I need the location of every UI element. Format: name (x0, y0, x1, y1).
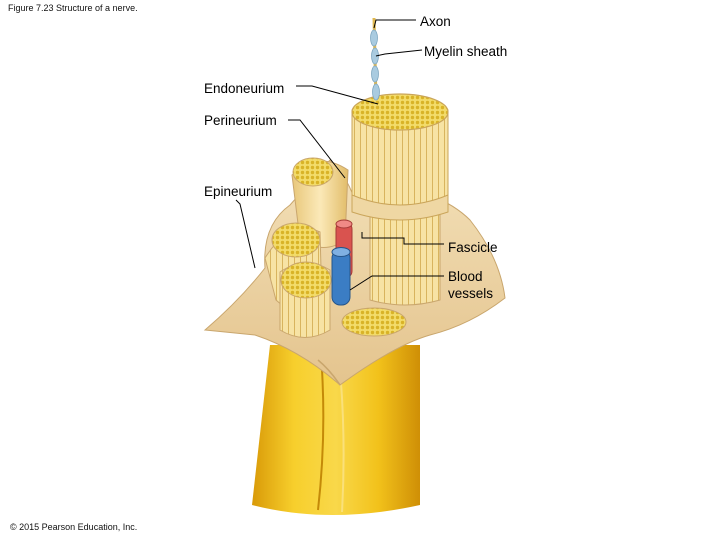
fascicle-bottom (341, 307, 407, 337)
copyright-notice: © 2015 Pearson Education, Inc. (10, 522, 138, 532)
vein (331, 249, 351, 306)
myelin-segments (370, 29, 380, 101)
leader-endoneurium (296, 85, 379, 105)
label-endoneurium: Endoneurium (204, 81, 285, 96)
nerve-trunk (252, 345, 420, 515)
label-blood-vessels-line1: Blood (448, 269, 483, 284)
figure-caption: Figure 7.23 Structure of a nerve. (8, 3, 138, 13)
label-epineurium: Epineurium (204, 184, 273, 199)
label-myelin-sheath: Myelin sheath (424, 44, 508, 59)
leader-perineurium (288, 119, 346, 179)
main-fascicle-cut (351, 93, 449, 131)
leader-lines (235, 19, 444, 291)
leader-epineurium (235, 199, 256, 269)
label-fascicle: Fascicle (448, 240, 498, 255)
label-perineurium: Perineurium (204, 113, 277, 128)
leader-blood-vessels (349, 275, 444, 291)
leader-axon (373, 19, 416, 29)
leader-fascicle (361, 232, 444, 245)
label-blood-vessels-line2: vessels (448, 286, 494, 301)
fascicle-right (369, 209, 441, 306)
trunk-fold (317, 369, 325, 511)
label-axon: Axon (420, 14, 451, 29)
leader-myelin (375, 49, 423, 57)
